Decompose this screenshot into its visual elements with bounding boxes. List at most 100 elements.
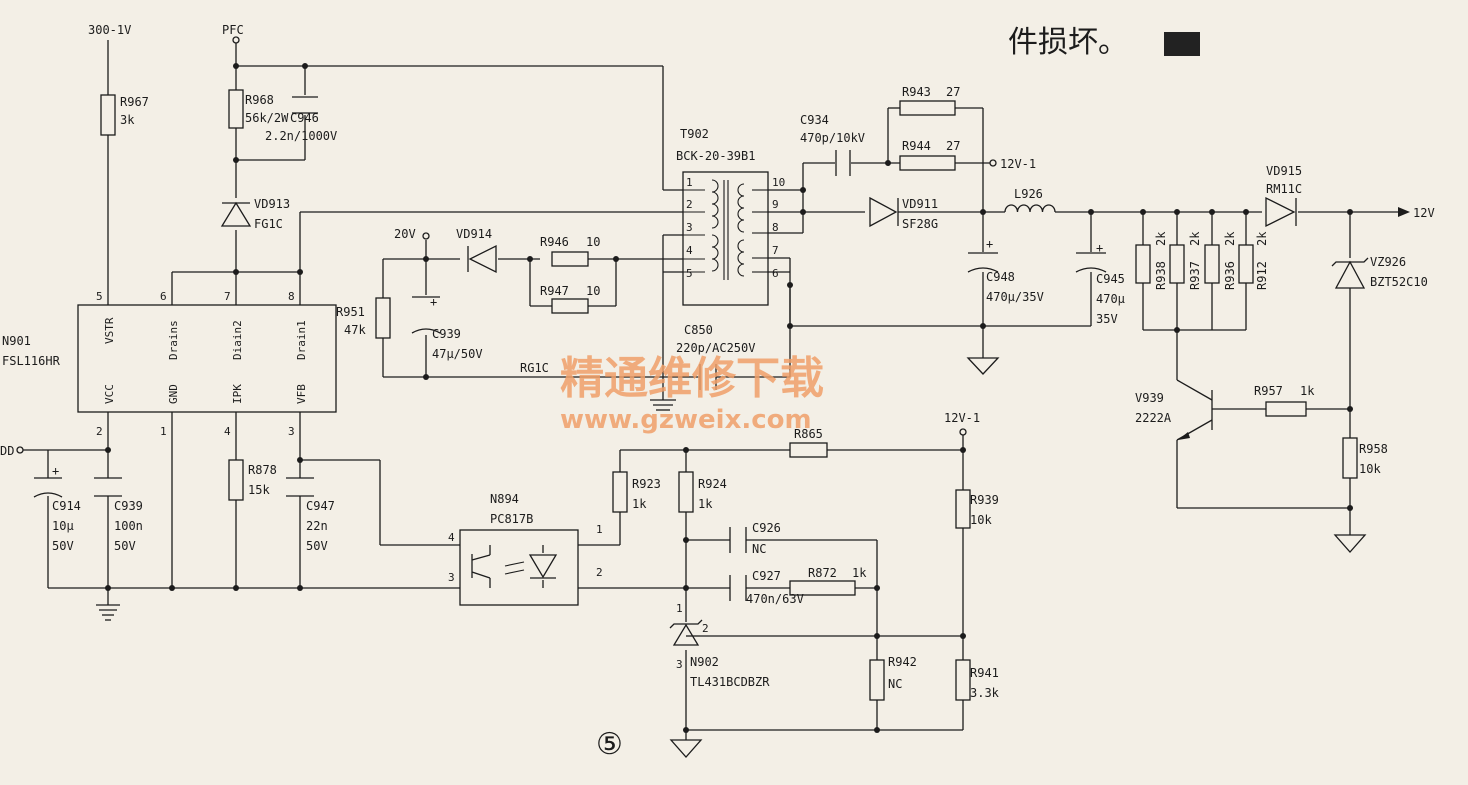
- component-label: 220p/AC250V: [676, 341, 755, 355]
- ic-pin-label-ipk: IPK: [231, 384, 244, 404]
- transformer-pin-9: 9: [772, 198, 779, 211]
- component-label: R872: [808, 566, 837, 580]
- component-label: R937: [1188, 261, 1202, 290]
- capacitor-c947: C947 22n 50V: [286, 477, 335, 553]
- component-label: C947: [306, 499, 335, 513]
- net-pfc: PFC: [222, 23, 244, 37]
- component-label: 50V: [114, 539, 136, 553]
- component-label: 2k: [1255, 231, 1269, 246]
- ic-pin-1: 1: [160, 425, 167, 438]
- component-label: 1k: [1300, 384, 1315, 398]
- ic-part: FSL116HR: [2, 354, 61, 368]
- component-label: R947: [540, 284, 569, 298]
- transformer-pin-1: 1: [686, 176, 693, 189]
- component-label: 47k: [344, 323, 366, 337]
- ic-pin-5: 5: [96, 290, 103, 303]
- component-label: C945: [1096, 272, 1125, 286]
- component-label: VD911: [902, 197, 938, 211]
- component-label: N894: [490, 492, 519, 506]
- component-label: FG1C: [254, 217, 283, 231]
- component-label: 470n/63V: [746, 592, 804, 606]
- transformer-pin-5: 5: [686, 267, 693, 280]
- component-label: NC: [888, 677, 902, 691]
- component-label: N902: [690, 655, 719, 669]
- ground-symbols: [96, 357, 1367, 758]
- transformer-pin-4: 4: [686, 244, 693, 257]
- page-marker: [1164, 32, 1200, 56]
- component-label: L926: [1014, 187, 1043, 201]
- component-label: 2: [596, 566, 603, 579]
- component-label: 50V: [306, 539, 328, 553]
- transformer-pin-10: 10: [772, 176, 785, 189]
- component-label: R958: [1359, 442, 1388, 456]
- diode-vd914: VD914: [456, 227, 497, 274]
- component-label: R957: [1254, 384, 1283, 398]
- component-label: +: [1096, 241, 1103, 255]
- resistor-r937: R937 2k: [1169, 231, 1202, 290]
- component-label: 3: [448, 571, 455, 584]
- component-label: 10μ: [52, 519, 74, 533]
- component-label: 2k: [1223, 231, 1237, 246]
- component-label: +: [52, 464, 59, 478]
- resistor-r872: R872 1k: [789, 566, 867, 596]
- resistor-r865: R865: [789, 427, 828, 458]
- component-label: PC817B: [490, 512, 533, 526]
- component-label: C914: [52, 499, 81, 513]
- ic-ref: N901: [2, 334, 31, 348]
- component-label: VD913: [254, 197, 290, 211]
- component-label: 10: [586, 284, 600, 298]
- component-label: R923: [632, 477, 661, 491]
- component-label: VD915: [1266, 164, 1302, 178]
- component-label: V939: [1135, 391, 1164, 405]
- component-label: RM11C: [1266, 182, 1302, 196]
- watermark-cn: 精通维修下载: [560, 353, 824, 404]
- component-label: R967: [120, 95, 149, 109]
- wires: [20, 40, 1400, 740]
- junctions: [105, 63, 1353, 733]
- ic-pin-label-vcc: VCC: [103, 384, 116, 404]
- inductor-l926: L926: [1004, 187, 1056, 213]
- ic-pin-label-vfb: VFB: [295, 384, 308, 404]
- component-label: 470μ: [1096, 292, 1125, 306]
- component-label: 1k: [852, 566, 867, 580]
- ic-pin-8: 8: [288, 290, 295, 303]
- component-label: C927: [752, 569, 781, 583]
- component-label: 4: [448, 531, 455, 544]
- component-label: 100n: [114, 519, 143, 533]
- ic-pin-4: 4: [224, 425, 231, 438]
- component-label: R968: [245, 93, 274, 107]
- component-label: R924: [698, 477, 727, 491]
- ic-n901: N901 FSL116HR 5 6 7 8 VSTR Drains Diain2…: [2, 290, 337, 438]
- component-label: 27: [946, 85, 960, 99]
- component-label: 2k: [1188, 231, 1202, 246]
- component-label: 15k: [248, 483, 270, 497]
- component-label: 22n: [306, 519, 328, 533]
- component-label: R939: [970, 493, 999, 507]
- component-label: 470p/10kV: [800, 131, 865, 145]
